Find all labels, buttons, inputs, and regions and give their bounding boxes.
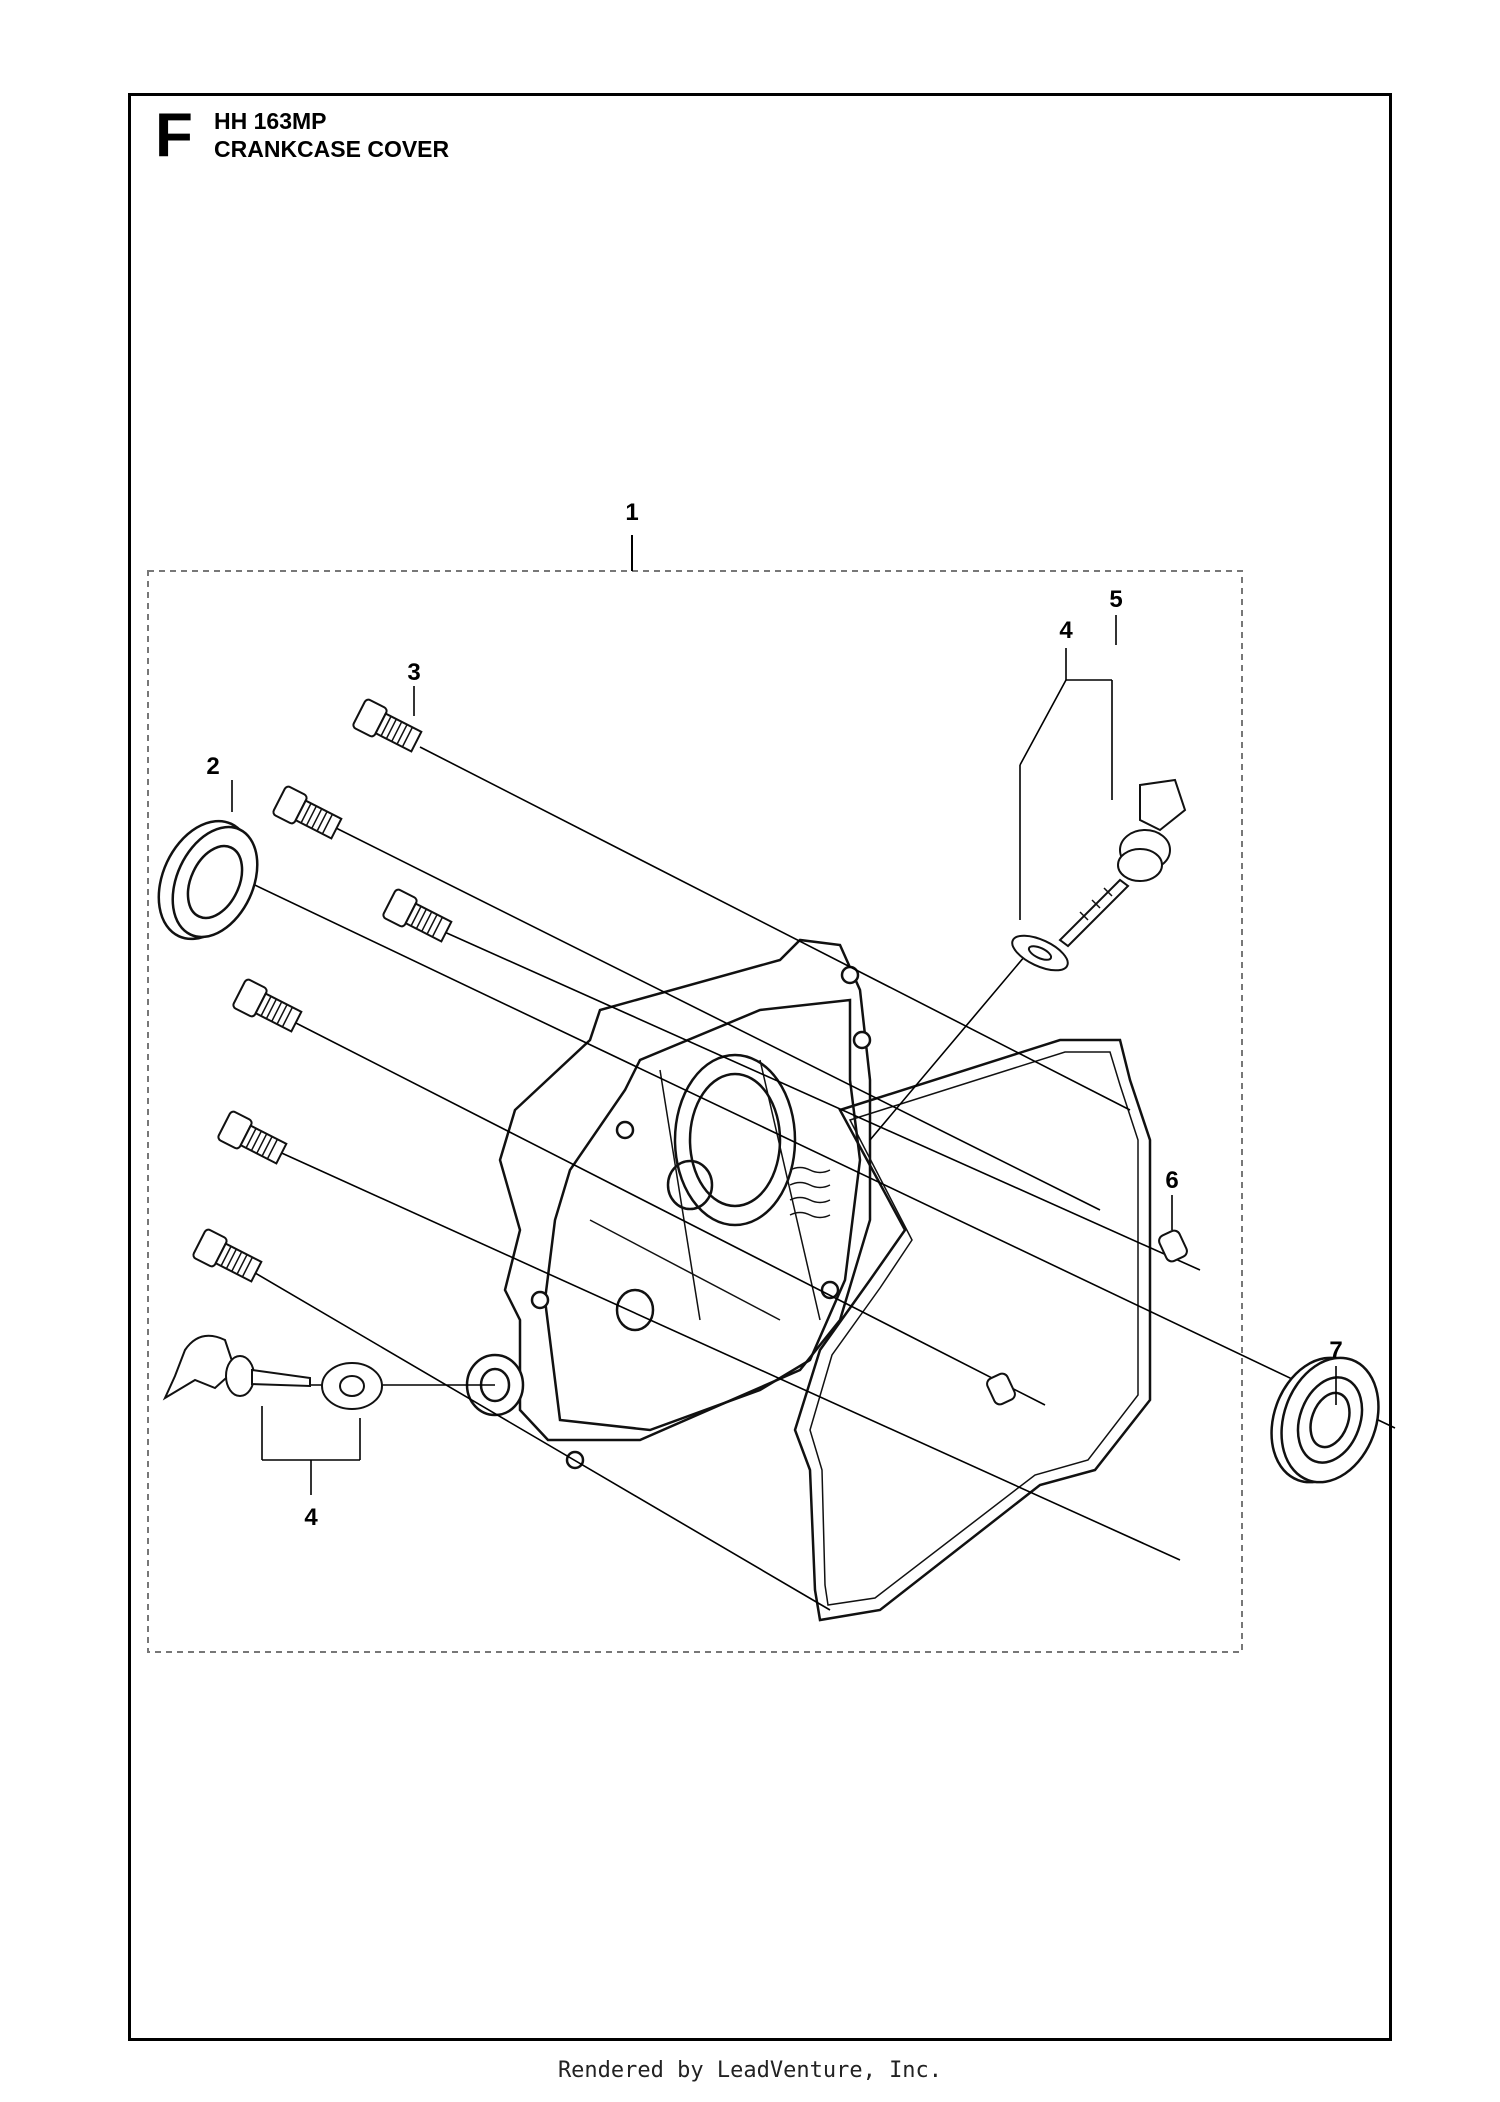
callout-4-top: 4 [1059,617,1073,644]
callout-3: 3 [407,659,420,686]
bolts [192,698,453,1283]
leader-4-top [1019,648,1113,920]
section-letter: F [155,101,193,170]
assembly-lines [239,746,1396,1611]
diagram-frame [128,93,1392,2041]
oil-seal [157,819,259,941]
dowel-pins [986,1229,1188,1406]
leader-4-bottom [261,1406,361,1495]
diagram-title: CRANKCASE COVER [214,136,450,162]
callout-2: 2 [206,753,219,780]
callout-4-bottom: 4 [304,1504,318,1531]
gasket [793,1038,1152,1622]
model-label: HH 163MP [214,108,327,134]
callout-5: 5 [1109,586,1122,613]
callout-1: 1 [625,499,638,526]
ball-bearing [1270,1356,1380,1484]
oil-dipstick-lower [162,1334,383,1410]
footer-credit: Rendered by LeadVenture, Inc. [557,2058,943,2083]
crankcase-cover [465,938,872,1470]
assembly-boundary [147,570,1243,1653]
callout-7: 7 [1329,1337,1342,1364]
callout-6: 6 [1165,1167,1178,1194]
oil-dipstick-upper [1011,778,1187,972]
